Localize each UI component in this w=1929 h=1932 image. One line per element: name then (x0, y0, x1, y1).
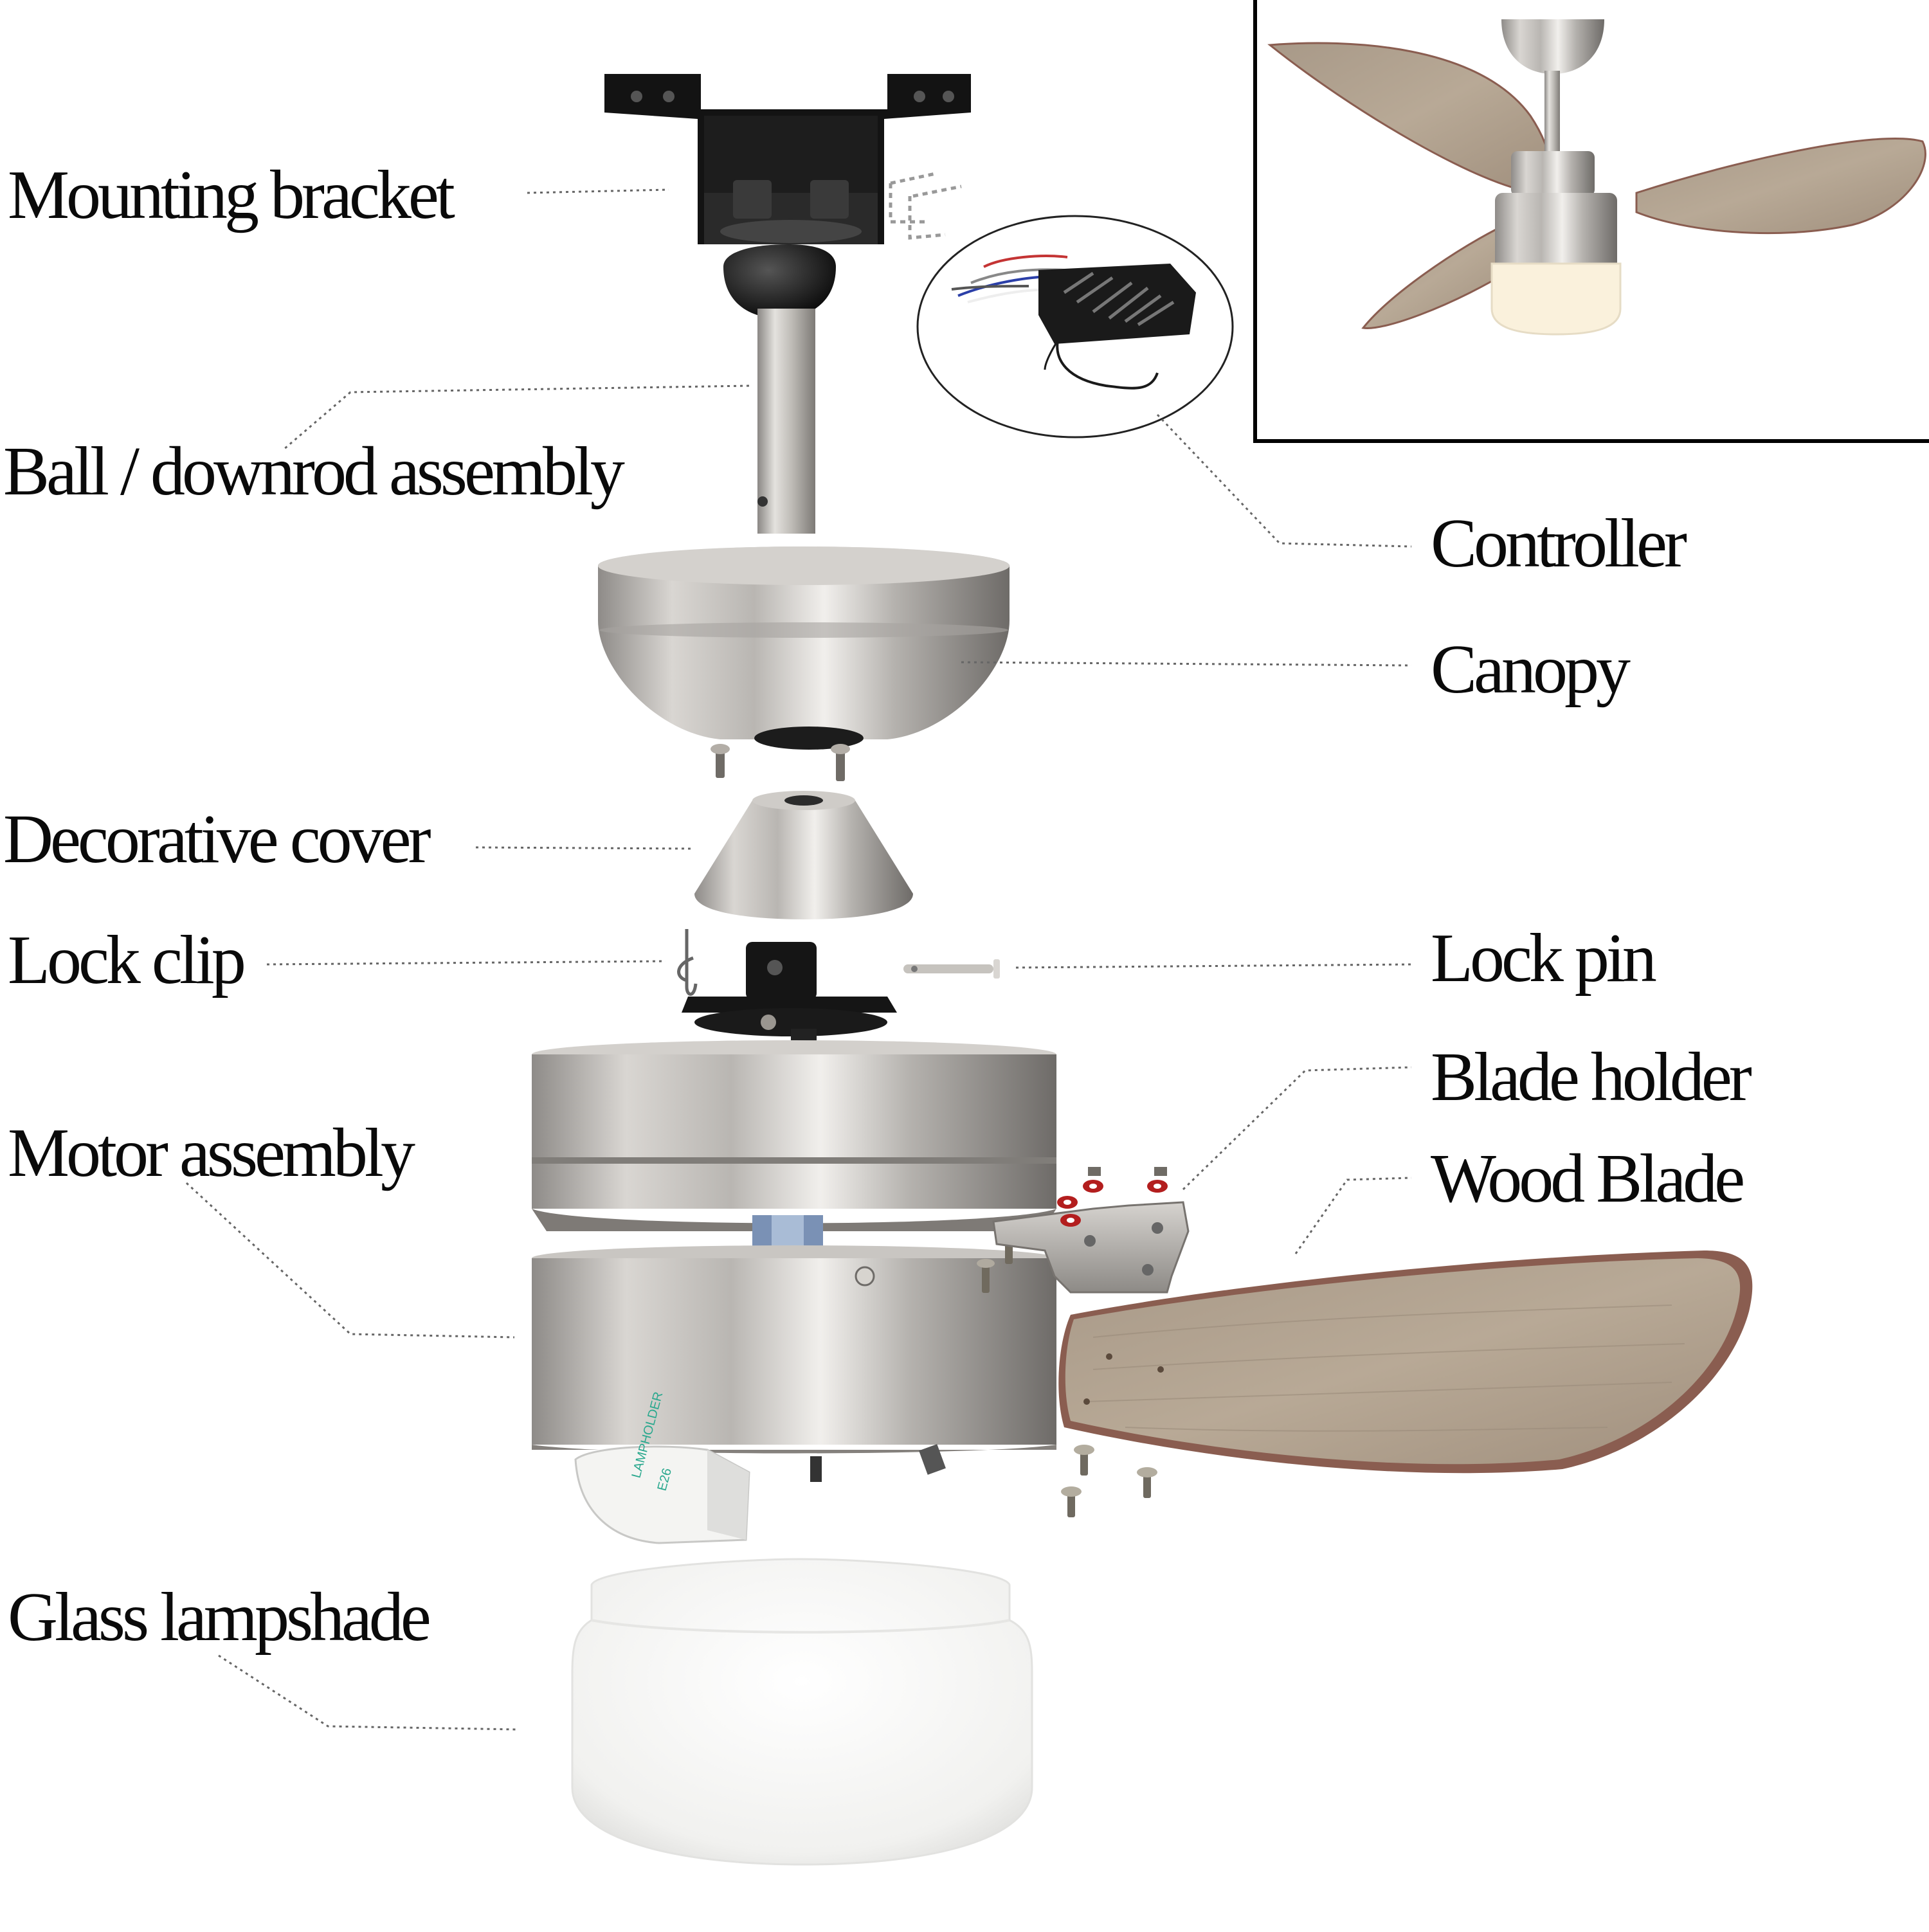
bracket-hardware (889, 172, 962, 240)
label-lock-clip: Lock clip (8, 922, 246, 998)
blade-washers (1057, 1167, 1168, 1227)
assembled-fan-inset (1253, 0, 1929, 443)
label-downrod: Ball / downrod assembly (3, 433, 625, 510)
label-wood-blade: Wood Blade (1431, 1141, 1745, 1217)
controller-part (916, 215, 1234, 438)
motor-coupler (682, 942, 897, 1054)
label-mounting-bracket: Mounting bracket (8, 157, 455, 233)
label-decorative-cover: Decorative cover (3, 801, 431, 878)
label-motor: Motor assembly (8, 1115, 415, 1191)
label-canopy: Canopy (1431, 631, 1631, 708)
mounting-bracket-part (604, 74, 971, 244)
label-controller: Controller (1431, 505, 1687, 582)
glass-lampshade-part (571, 1558, 1033, 1866)
wood-blade-part (1058, 1250, 1753, 1474)
canopy-screws (711, 744, 850, 781)
blade-holder-part (992, 1201, 1190, 1294)
lamp-socket-part: LAMPHOLDER E26 (574, 1390, 750, 1544)
downrod-part (723, 244, 836, 534)
label-glass-lampshade: Glass lampshade (8, 1579, 431, 1656)
decorative-cover-part (694, 791, 913, 919)
label-blade-holder: Blade holder (1431, 1039, 1752, 1115)
label-lock-pin: Lock pin (1431, 920, 1657, 997)
canopy-part (598, 546, 1010, 750)
blade-screws (1061, 1445, 1157, 1517)
leader-lines (185, 188, 1412, 1731)
motor-part (532, 1040, 1056, 1454)
lock-clip-part (677, 929, 698, 996)
lock-pin-part (903, 959, 1000, 979)
